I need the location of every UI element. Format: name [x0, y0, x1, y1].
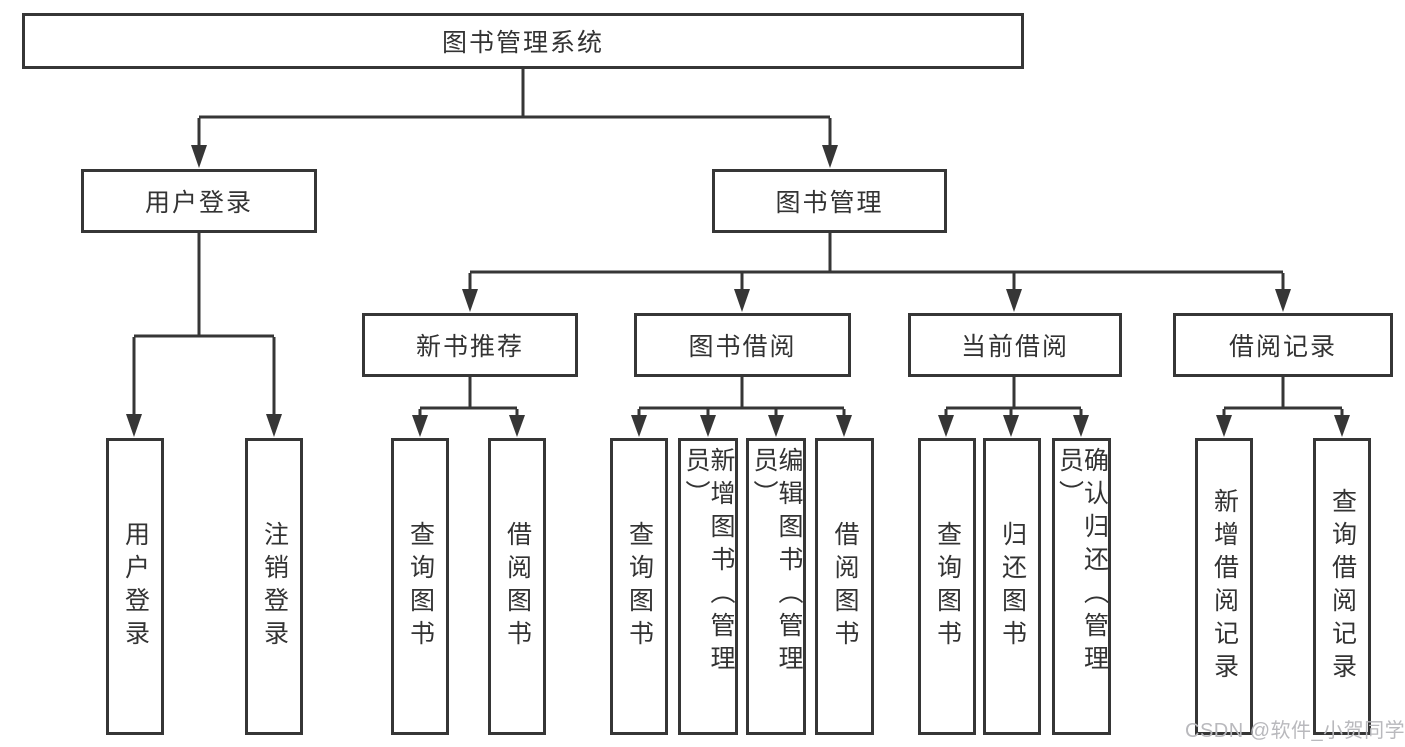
leaf-query-books-borrowing: 查询图书: [610, 438, 668, 735]
leaf-user-login: 用户登录: [106, 438, 164, 735]
leaf-borrow-books-borrowing: 借阅图书: [815, 438, 874, 735]
csdn-watermark: CSDN @软件_小贺同学: [1185, 720, 1405, 742]
leaf-query-books-current: 查询图书: [918, 438, 976, 735]
node-label: 图书管理系统: [441, 29, 604, 57]
node-label: 图书借阅: [688, 333, 797, 361]
leaf-add-book-admin: 新增图书（管理员）: [678, 438, 738, 735]
leaf-query-borrow-record: 查询借阅记录: [1313, 438, 1371, 735]
node-label: 用户登录: [144, 189, 253, 217]
leaf-return-book: 归还图书: [983, 438, 1041, 735]
leaf-logout: 注销登录: [245, 438, 303, 735]
node-new-book-recommend: 新书推荐: [362, 313, 578, 377]
node-book-management: 图书管理: [712, 169, 947, 233]
node-book-borrowing: 图书借阅: [634, 313, 851, 377]
arrowheads: [126, 145, 1350, 437]
node-borrowing-records: 借阅记录: [1173, 313, 1393, 377]
node-label: 借阅记录: [1228, 333, 1337, 361]
leaf-edit-book-admin: 编辑图书（管理员）: [746, 438, 806, 735]
leaf-query-books-recommend: 查询图书: [391, 438, 449, 735]
node-library-management-system: 图书管理系统: [22, 13, 1024, 69]
node-current-borrowing: 当前借阅: [908, 313, 1122, 377]
leaf-borrow-books-recommend: 借阅图书: [488, 438, 546, 735]
leaf-confirm-return-admin: 确认归还（管理员）: [1052, 438, 1111, 735]
node-label: 图书管理: [775, 189, 884, 217]
leaf-add-borrow-record: 新增借阅记录: [1195, 438, 1253, 735]
node-user-login: 用户登录: [81, 169, 317, 233]
node-label: 当前借阅: [960, 333, 1069, 361]
node-label: 新书推荐: [415, 333, 524, 361]
